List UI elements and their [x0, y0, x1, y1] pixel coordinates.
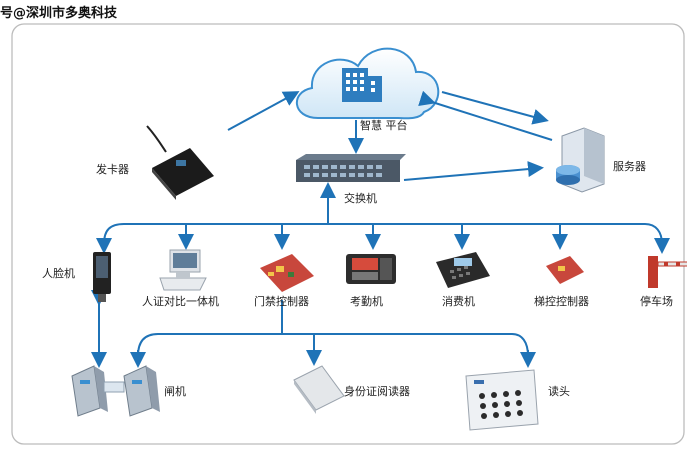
frame: [11, 23, 685, 445]
attendance-machine-icon: [346, 254, 396, 284]
parking-label: 停车场: [640, 294, 673, 308]
card-issuer-icon: [146, 125, 214, 200]
watermark: 号@深圳市多奥科技: [0, 5, 118, 21]
id-verify-machine-icon: [159, 249, 207, 291]
elevator-controller-label: 梯控控制器: [534, 294, 589, 308]
face-terminal-icon: [93, 252, 111, 302]
server-icon: [556, 127, 605, 193]
switch-icon: [296, 154, 406, 182]
gate-label: 闸机: [164, 384, 186, 398]
keypad-reader-icon: [465, 369, 539, 431]
cloud-platform: [295, 47, 440, 120]
server-label: 服务器: [613, 160, 646, 173]
face-terminal-label: 人脸机: [42, 266, 75, 280]
elevator-controller-icon: [546, 256, 584, 284]
id-card-reader-label: 身份证阅读器: [344, 384, 410, 398]
access-controller-label: 门禁控制器: [254, 294, 309, 308]
card-issuer-label: 发卡器: [96, 162, 129, 176]
attendance-label: 考勤机: [350, 294, 383, 308]
building-icon: [342, 68, 382, 102]
id-card-reader-icon: [293, 365, 345, 414]
turnstile-gate-icon: [71, 365, 160, 417]
id-verify-label: 人证对比一体机: [142, 294, 219, 308]
consumption-machine-icon: [436, 252, 490, 288]
cloud-label: 智慧 平台: [360, 118, 408, 132]
access-controller-icon: [260, 254, 314, 292]
connectors: [91, 90, 670, 368]
keypad-reader-label: 读头: [548, 384, 570, 398]
parking-barrier-icon: [648, 256, 687, 288]
consumption-label: 消费机: [442, 294, 475, 308]
switch-label: 交换机: [344, 191, 377, 205]
